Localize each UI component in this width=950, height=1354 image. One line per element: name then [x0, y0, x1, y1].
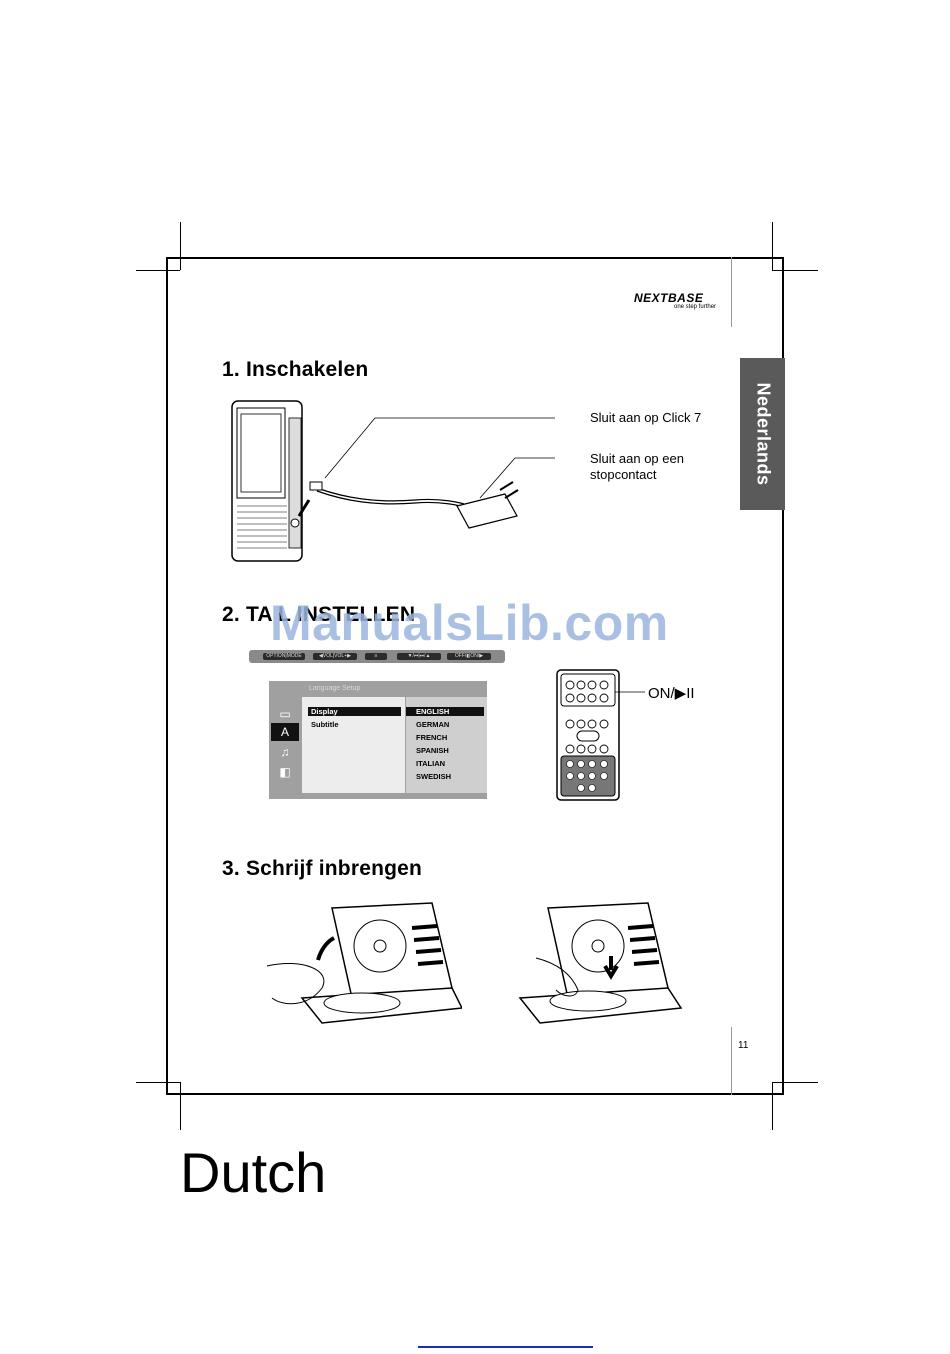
section-title-language: 2. TA L INSTELLEN — [222, 603, 416, 626]
language-icon: A — [271, 723, 299, 741]
option-swedish: SWEDISH — [416, 772, 452, 781]
language-menu-screen: Language Setup ▭ A ♫ ◧ Display Subtitle … — [269, 681, 487, 799]
skip-button: ▼/⏮|⏭/▲ — [397, 653, 441, 660]
side-tab-label: Nederlands — [753, 382, 773, 486]
nextbase-logo: NEXTBASE one step further — [634, 292, 730, 316]
section-title-power: 1. Inschakelen — [222, 358, 369, 381]
menu-item-subtitle: Subtitle — [311, 720, 339, 729]
dolby-icon: ◧ — [279, 765, 291, 779]
crop-mark — [136, 270, 180, 271]
page-frame — [166, 257, 784, 1095]
music-note-icon: ♫ — [280, 745, 290, 759]
remote-control-illustration — [556, 669, 645, 801]
option-english: ENGLISH — [406, 707, 484, 716]
crop-mark — [180, 222, 181, 270]
footer-language: Dutch — [180, 1141, 327, 1204]
device-button-strip: OPTION|MODE ◀VOL|VOL+▶ ≡ ▼/⏮|⏭/▲ OFF/▮|O… — [249, 650, 505, 663]
volume-button: ◀VOL|VOL+▶ — [313, 653, 357, 660]
crop-mark — [136, 1082, 180, 1083]
open-lid-illustration — [266, 902, 462, 1024]
logo-text: NEXTBASE — [634, 291, 704, 305]
option-spanish: SPANISH — [416, 746, 449, 755]
screen-icon: ▭ — [279, 707, 291, 721]
language-side-tab: Nederlands — [740, 358, 785, 510]
label-connect-outlet-2: stopcontact — [590, 467, 657, 482]
watermark: ManualsLib.com — [270, 595, 669, 651]
device-with-adapter-illustration — [231, 400, 555, 562]
menu-options-panel: ENGLISH GERMAN FRENCH SPANISH ITALIAN SW… — [406, 697, 487, 793]
crop-mark — [772, 1082, 773, 1130]
divider — [731, 1027, 732, 1095]
power-button: OFF/▮|ON/▶ — [447, 653, 491, 660]
logo-tagline: one step further — [674, 304, 717, 310]
crop-mark — [772, 270, 818, 271]
menu-header: Language Setup — [309, 685, 361, 692]
menu-left-panel: Display Subtitle — [302, 697, 405, 793]
option-german: GERMAN — [416, 720, 450, 729]
section-title-insert-disc: 3. Schrijf inbrengen — [222, 857, 423, 880]
crop-mark — [772, 1082, 818, 1083]
menu-item-display: Display — [308, 707, 401, 716]
label-connect-outlet-1: Sluit aan op een — [590, 451, 684, 466]
menu-button: ≡ — [365, 653, 387, 660]
insert-disc-illustration — [518, 902, 683, 1024]
page-number: 11 — [738, 1040, 749, 1051]
option-mode-button: OPTION|MODE — [263, 653, 305, 660]
option-french: FRENCH — [416, 733, 448, 742]
crop-mark — [180, 1082, 181, 1130]
remote-on-play-label: ON/▶II — [648, 685, 695, 702]
divider — [731, 257, 732, 327]
label-connect-device: Sluit aan op Click 7 — [590, 410, 702, 425]
option-italian: ITALIAN — [416, 759, 446, 768]
crop-mark — [772, 222, 773, 270]
bottom-link-underline[interactable] — [418, 1346, 593, 1348]
